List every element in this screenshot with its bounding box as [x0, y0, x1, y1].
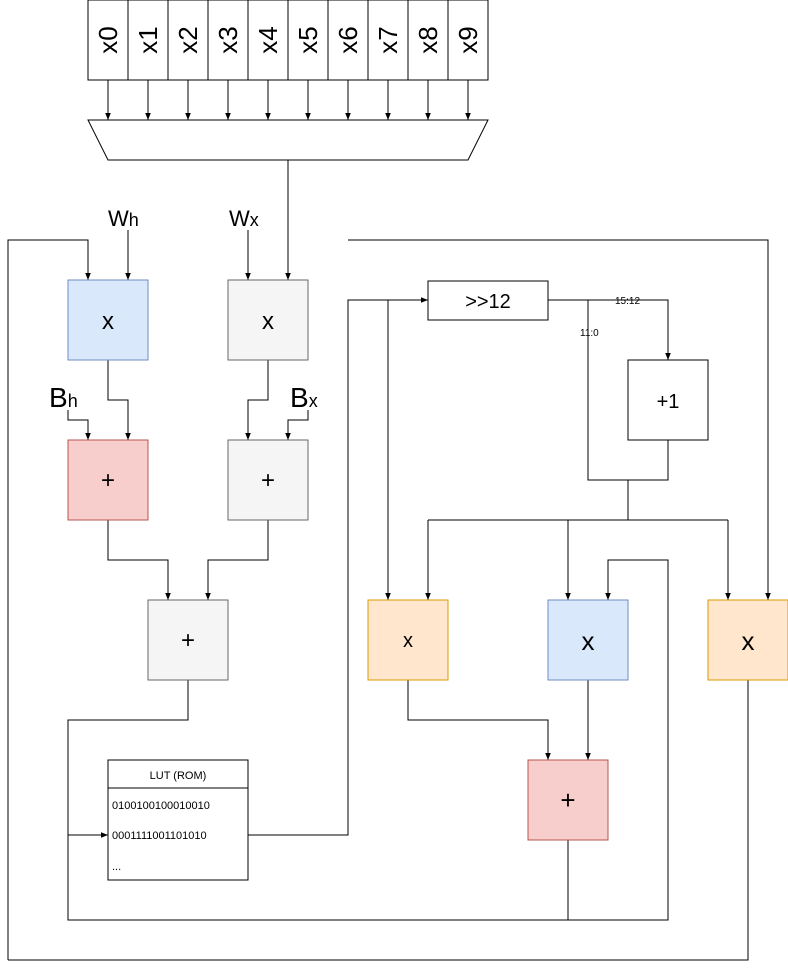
input-labels: Wh Wx Bh Bx 15:12 11:0: [49, 206, 640, 413]
lut-row: 0001111001101010: [112, 830, 207, 842]
mul-h-label: x: [102, 308, 114, 335]
mul-mid-label: x: [582, 626, 595, 656]
lut-title: LUT (ROM): [150, 770, 207, 782]
mul-x-block: x: [227, 279, 309, 361]
add-x-block: +: [227, 439, 309, 521]
register-wires: [105, 80, 471, 120]
wires: [7, 160, 771, 961]
register-cell: x4: [247, 0, 289, 81]
mul-x-label: x: [262, 308, 274, 335]
register-cell: x0: [87, 0, 129, 81]
register-label: x2: [173, 26, 203, 53]
inc-label: +1: [657, 391, 680, 413]
register-label: x7: [373, 26, 403, 53]
mul-h-block: x: [67, 279, 149, 361]
shift-label: >>12: [465, 291, 511, 313]
lut-row: ...: [112, 861, 121, 873]
add-x-label: +: [261, 467, 275, 494]
label-bx: Bx: [290, 382, 318, 413]
register-cell: x7: [367, 0, 409, 81]
register-bank: x0 x1 x2 x3 x4 x5 x6 x7 x8 x9: [87, 0, 489, 81]
add-final-label: +: [560, 785, 575, 815]
label-wh: Wh: [108, 206, 139, 231]
add-sum-label: +: [181, 627, 195, 654]
register-cell: x9: [447, 0, 489, 81]
mul-mid-block: x: [547, 599, 629, 681]
register-label: x5: [293, 26, 323, 53]
inc-block: +1: [627, 359, 709, 441]
bit-label-low: 11:0: [580, 328, 599, 339]
register-cell: x2: [167, 0, 209, 81]
add-h-label: +: [101, 467, 115, 494]
register-cell: x1: [127, 0, 169, 81]
register-label: x6: [333, 26, 363, 53]
lut-row: 0100100100010010: [112, 800, 210, 812]
multiplexer: [87, 119, 489, 161]
label-bh: Bh: [49, 382, 78, 413]
register-label: x3: [213, 26, 243, 53]
register-label: x8: [413, 26, 443, 53]
register-label: x4: [253, 26, 283, 53]
register-label: x0: [93, 26, 123, 53]
register-label: x1: [133, 26, 163, 53]
register-cell: x3: [207, 0, 249, 81]
mul-right-label: x: [742, 626, 755, 656]
register-cell: x8: [407, 0, 449, 81]
register-cell: x5: [287, 0, 329, 81]
register-label: x9: [453, 26, 483, 53]
bit-label-high: 15:12: [615, 296, 640, 307]
add-h-block: +: [67, 439, 149, 521]
label-wx: Wx: [229, 206, 259, 231]
mul-left-block: x: [367, 599, 449, 681]
add-final-block: +: [527, 759, 609, 841]
mul-right-block: x: [707, 599, 788, 681]
add-sum-block: +: [147, 599, 229, 681]
lut-block: LUT (ROM) 0100100100010010 0001111001101…: [107, 759, 249, 881]
register-cell: x6: [327, 0, 369, 81]
shift-block: >>12: [427, 280, 549, 321]
mul-left-label: x: [403, 630, 413, 652]
